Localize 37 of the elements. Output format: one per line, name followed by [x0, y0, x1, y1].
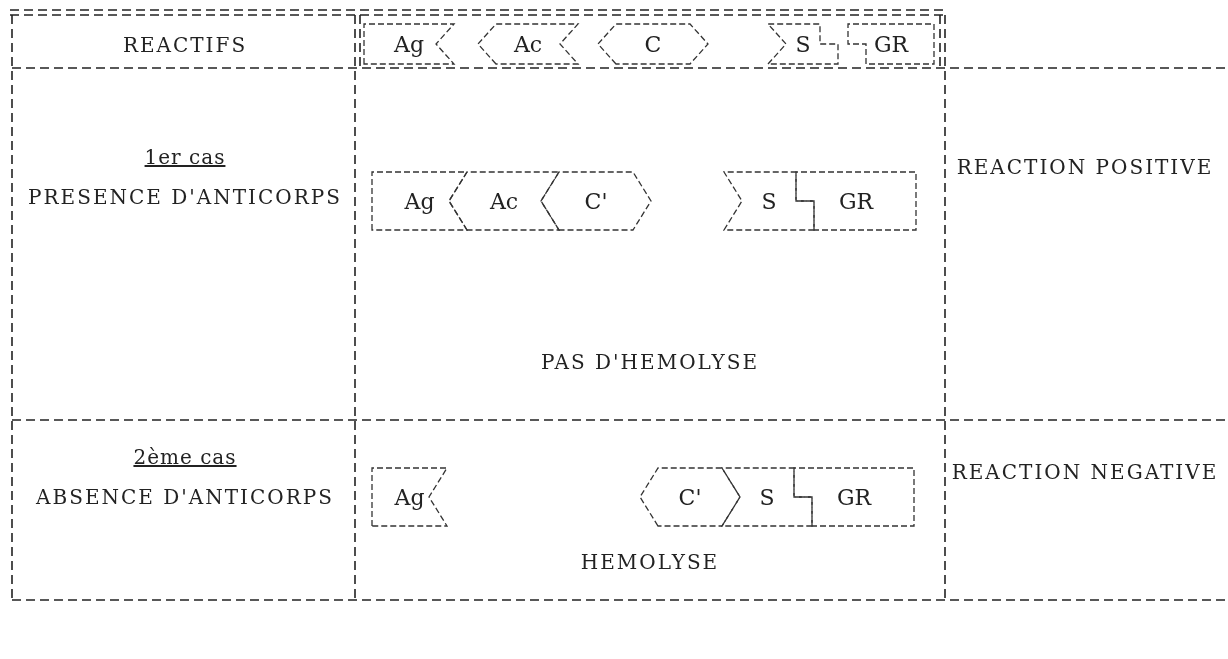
- puzzle-piece: [768, 24, 838, 64]
- puzzle-piece: [372, 468, 447, 526]
- piece-label: C': [678, 484, 702, 510]
- result-text: REACTION NEGATIVE: [950, 459, 1220, 486]
- piece-label: GR: [838, 188, 874, 214]
- condition-text: ABSENCE D'ANTICORPS: [35, 484, 335, 511]
- puzzle-piece: [598, 24, 708, 64]
- condition-text: PRESENCE D'ANTICORPS: [27, 184, 343, 211]
- piece-label: S: [759, 484, 775, 510]
- puzzle-piece: [364, 24, 454, 64]
- case-heading: 1er cas: [143, 144, 227, 171]
- piece-label: C: [644, 31, 662, 57]
- outcome-text: PAS D'HEMOLYSE: [539, 349, 761, 376]
- puzzle-piece: [541, 172, 651, 230]
- piece-label: GR: [836, 484, 872, 510]
- puzzle-piece: [724, 172, 814, 230]
- piece-label: Ag: [394, 31, 424, 57]
- result-text: REACTION POSITIVE: [955, 154, 1215, 181]
- piece-label: S: [761, 188, 777, 214]
- piece-label: GR: [873, 31, 909, 57]
- piece-label: Ac: [489, 188, 519, 214]
- piece-label: Ag: [404, 188, 435, 214]
- puzzle-piece: [372, 172, 467, 230]
- puzzle-piece: [796, 172, 916, 230]
- piece-label: Ac: [513, 31, 543, 57]
- piece-label: Ag: [394, 484, 425, 510]
- puzzle-piece: [478, 24, 578, 64]
- puzzle-piece: [722, 468, 812, 526]
- puzzle-piece: [449, 172, 559, 230]
- puzzle-piece: [848, 24, 934, 64]
- puzzle-piece: [794, 468, 914, 526]
- puzzle-piece: [640, 468, 740, 526]
- piece-label: S: [795, 31, 811, 57]
- piece-label: C': [584, 188, 608, 214]
- outcome-text: HEMOLYSE: [579, 549, 721, 576]
- case-heading: 2ème cas: [132, 444, 238, 471]
- header-text: REACTIFS: [121, 32, 249, 59]
